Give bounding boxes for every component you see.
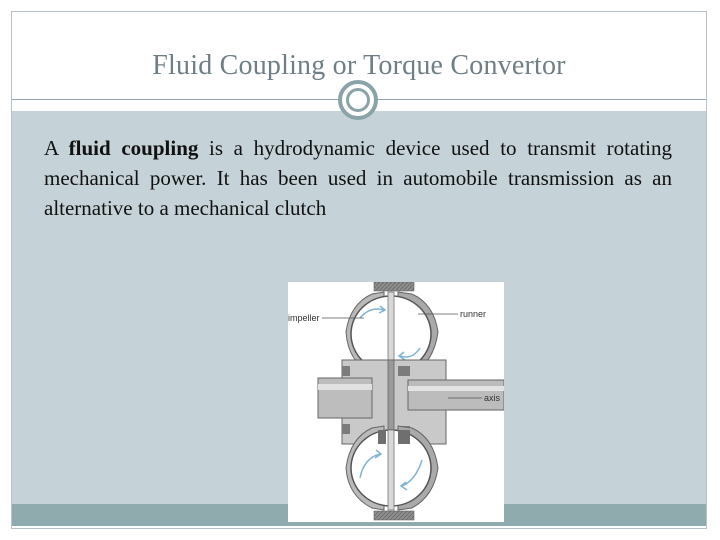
axis-label: axis bbox=[484, 393, 501, 403]
body-intro: A bbox=[44, 136, 69, 160]
body-rest: is a hydrodynamic device used to transmi… bbox=[44, 136, 672, 220]
upper-housing bbox=[345, 282, 439, 377]
fluid-coupling-diagram: impeller runner axis bbox=[288, 282, 504, 522]
slide-frame bbox=[11, 11, 707, 529]
runner-label: runner bbox=[460, 309, 486, 319]
body-paragraph: A fluid coupling is a hydrodynamic devic… bbox=[44, 133, 672, 223]
coupling-diagram-svg: impeller runner axis bbox=[288, 282, 504, 521]
lower-housing bbox=[345, 425, 439, 521]
body-term: fluid coupling bbox=[68, 136, 199, 160]
hub-and-shafts bbox=[317, 359, 504, 445]
impeller-label: impeller bbox=[288, 313, 320, 323]
ring-ornament-icon bbox=[338, 80, 378, 120]
ring-inner bbox=[346, 88, 370, 112]
slide-title: Fluid Coupling or Torque Convertor bbox=[152, 50, 566, 81]
